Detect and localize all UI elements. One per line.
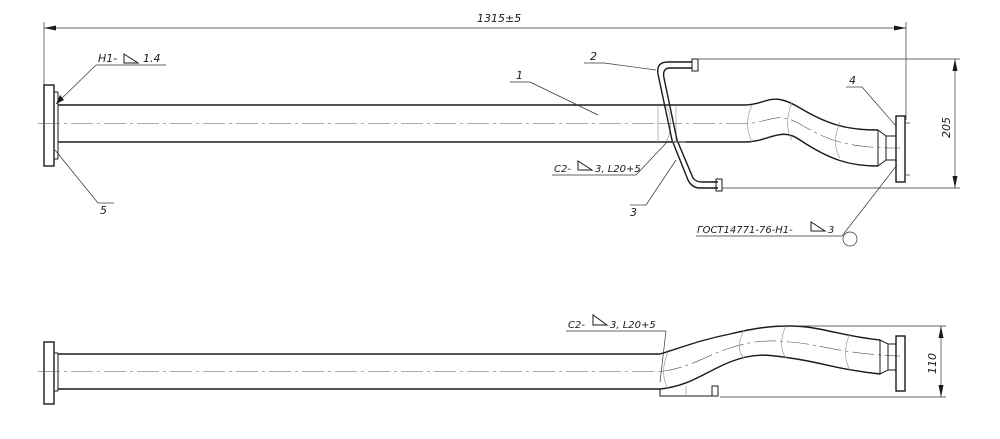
callout-3-label: 3 bbox=[630, 206, 637, 219]
s-bend bbox=[660, 98, 901, 167]
callout-2-label: 2 bbox=[590, 50, 597, 63]
callout-4: 4 bbox=[846, 74, 897, 127]
callout-1: 1 bbox=[510, 69, 599, 116]
side-weld-label: C2- bbox=[568, 320, 585, 331]
left-weld-size: 1.4 bbox=[143, 52, 161, 65]
bracket-height-label: 205 bbox=[940, 117, 953, 138]
weld-symbol-icon bbox=[123, 53, 140, 64]
left-weld-label: H1- bbox=[98, 52, 117, 65]
weld-all-around-icon bbox=[842, 231, 858, 247]
callout-5: 5 bbox=[54, 149, 114, 217]
left-weld-callout: H1- 1.4 bbox=[55, 52, 166, 105]
side-weld-callout: C2- 3, L20+5 bbox=[566, 314, 667, 383]
bracket-height-dimension: 205 bbox=[940, 59, 958, 188]
bracket-weld-label: C2- bbox=[554, 164, 571, 175]
callout-4-label: 4 bbox=[849, 74, 856, 87]
overall-length-label: 1315±5 bbox=[477, 12, 521, 25]
weld-symbol-icon bbox=[592, 314, 609, 326]
side-view: 110 C2- 3, L20+5 bbox=[38, 314, 946, 405]
right-weld-label: ГОСТ14771-76-H1- bbox=[697, 225, 793, 236]
right-weld-size: 3 bbox=[828, 225, 834, 236]
side-right-flange bbox=[895, 335, 906, 392]
callout-2: 2 bbox=[584, 50, 657, 71]
side-weld-size: 3, L20+5 bbox=[610, 320, 656, 331]
callout-3: 3 bbox=[630, 159, 677, 219]
side-height-label: 110 bbox=[926, 353, 939, 374]
side-left-flange bbox=[43, 341, 55, 405]
top-view: 1315±5 bbox=[38, 12, 960, 247]
right-weld-callout: ГОСТ14771-76-H1- 3 bbox=[696, 164, 898, 247]
callout-5-label: 5 bbox=[100, 204, 107, 217]
bracket-weld-callout: C2- 3, L20+5 bbox=[552, 140, 669, 176]
side-height-dimension: 110 bbox=[720, 325, 946, 398]
right-flange bbox=[895, 115, 910, 183]
overall-length-dimension: 1315±5 bbox=[43, 12, 907, 120]
weld-symbol-icon bbox=[810, 221, 827, 232]
bracket-weld-size: 3, L20+5 bbox=[595, 164, 641, 175]
main-pipe bbox=[38, 104, 744, 143]
bracket bbox=[657, 58, 960, 192]
weld-symbol-icon bbox=[577, 160, 594, 171]
callout-1-label: 1 bbox=[516, 69, 523, 82]
left-flange bbox=[43, 84, 59, 167]
